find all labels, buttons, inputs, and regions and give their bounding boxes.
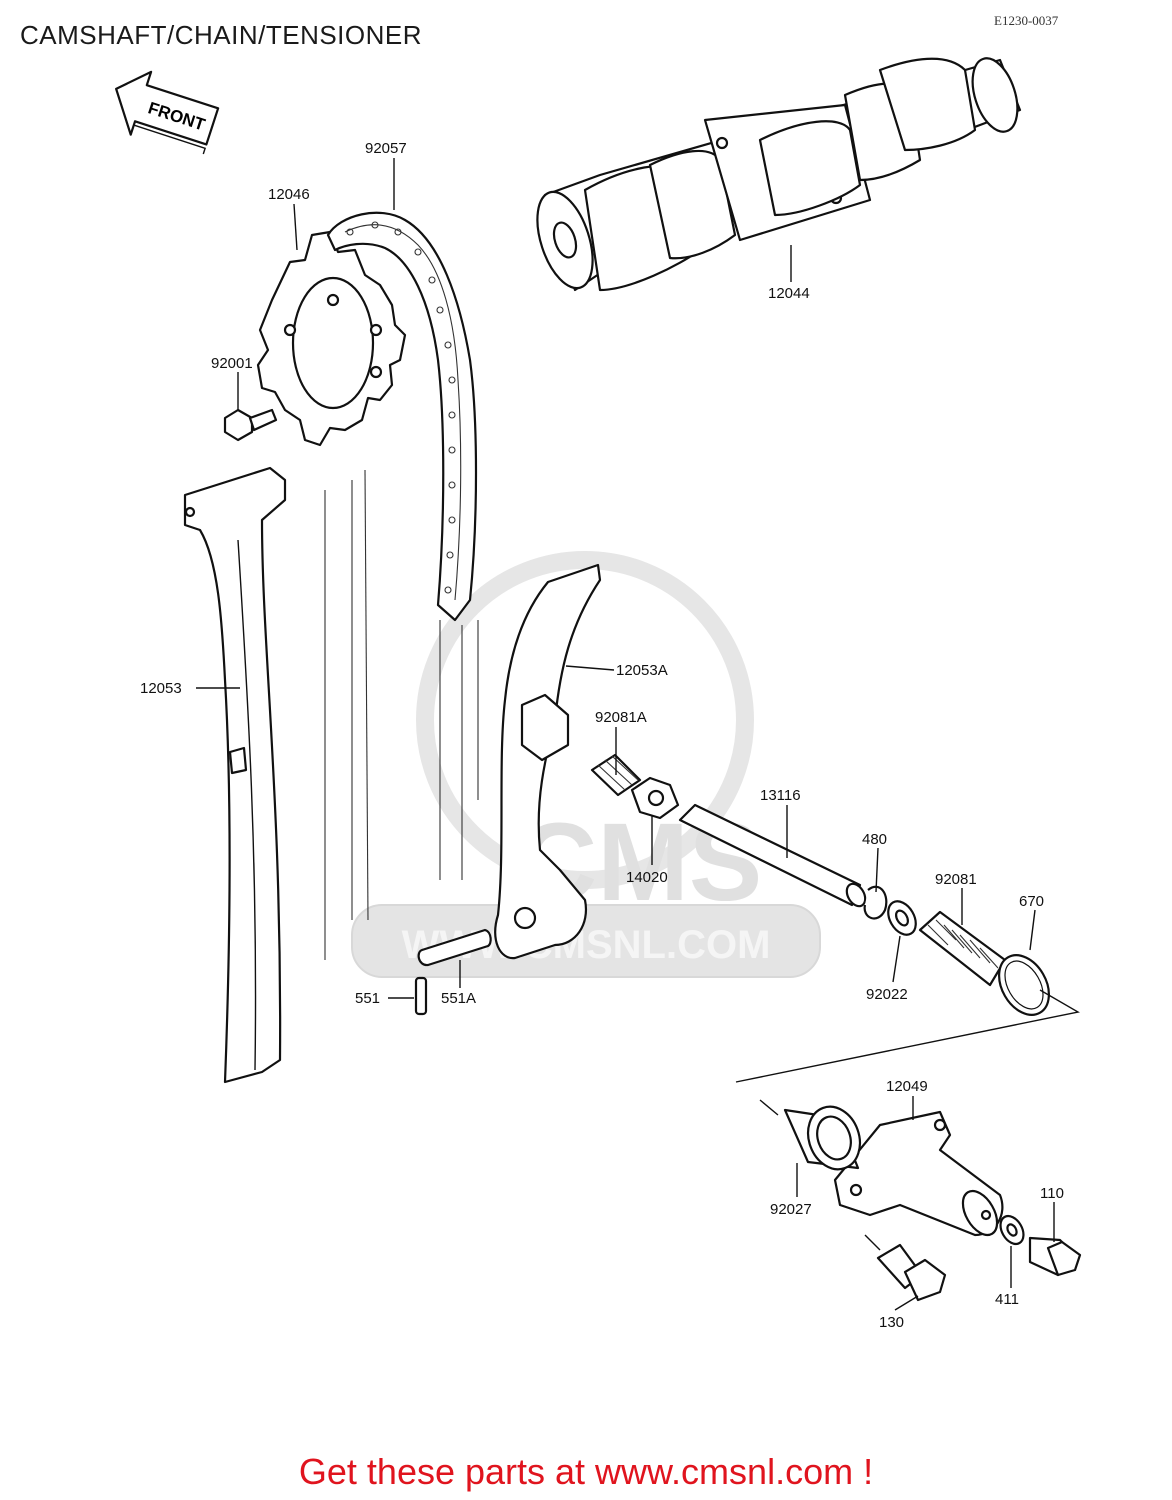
chain-guide-rear [183, 466, 287, 1084]
housing-bolt-130 [864, 1234, 947, 1302]
leader-lines [196, 158, 1055, 1311]
washer [887, 900, 917, 936]
tensioner-housing [833, 1110, 1004, 1237]
callout-411: 411 [995, 1291, 1019, 1308]
diagram-ref-code: E1230-0037 [994, 13, 1059, 28]
o-ring [998, 954, 1050, 1016]
chain-tensioner-guide [324, 469, 602, 960]
callout-92081A: 92081A [595, 709, 647, 726]
circlip [863, 885, 888, 920]
housing-bolt-110 [1028, 1236, 1082, 1277]
callout-92022: 92022 [866, 986, 908, 1003]
guide-pin-short [414, 976, 428, 1016]
callout-13116: 13116 [760, 787, 801, 804]
callout-12044: 12044 [768, 285, 810, 302]
callout-12053A: 12053A [616, 662, 668, 679]
callout-12053: 12053 [140, 680, 182, 697]
callout-14020: 14020 [626, 869, 668, 886]
callout-480: 480 [862, 831, 887, 848]
callout-92001: 92001 [211, 355, 253, 372]
callout-92057: 92057 [365, 140, 407, 157]
callout-130: 130 [879, 1314, 904, 1331]
callout-551: 551 [355, 990, 380, 1007]
cam-sprocket [256, 230, 407, 447]
exploded-view-bracket [735, 989, 1080, 1116]
sprocket-bolt [223, 408, 278, 442]
callout-12046: 12046 [268, 186, 310, 203]
callout-670: 670 [1019, 893, 1044, 910]
callout-92081: 92081 [935, 871, 977, 888]
adjuster-nut [630, 776, 680, 820]
cam-chain [326, 211, 479, 880]
front-arrow: FRONT [115, 70, 220, 155]
camshaft [536, 57, 1022, 292]
get-parts-link[interactable]: Get these parts at www.cmsnl.com ! [298, 1451, 874, 1492]
callout-92027: 92027 [770, 1201, 812, 1218]
tensioner-sleeve [783, 1105, 862, 1171]
bolt-washer [999, 1214, 1025, 1246]
callout-110: 110 [1040, 1185, 1064, 1202]
tensioner-push-rod [678, 803, 867, 908]
callout-551A: 551A [441, 990, 476, 1007]
page-title: CAMSHAFT/CHAIN/TENSIONER [20, 20, 423, 50]
guide-pin-long [417, 928, 492, 967]
callout-12049: 12049 [886, 1078, 928, 1095]
